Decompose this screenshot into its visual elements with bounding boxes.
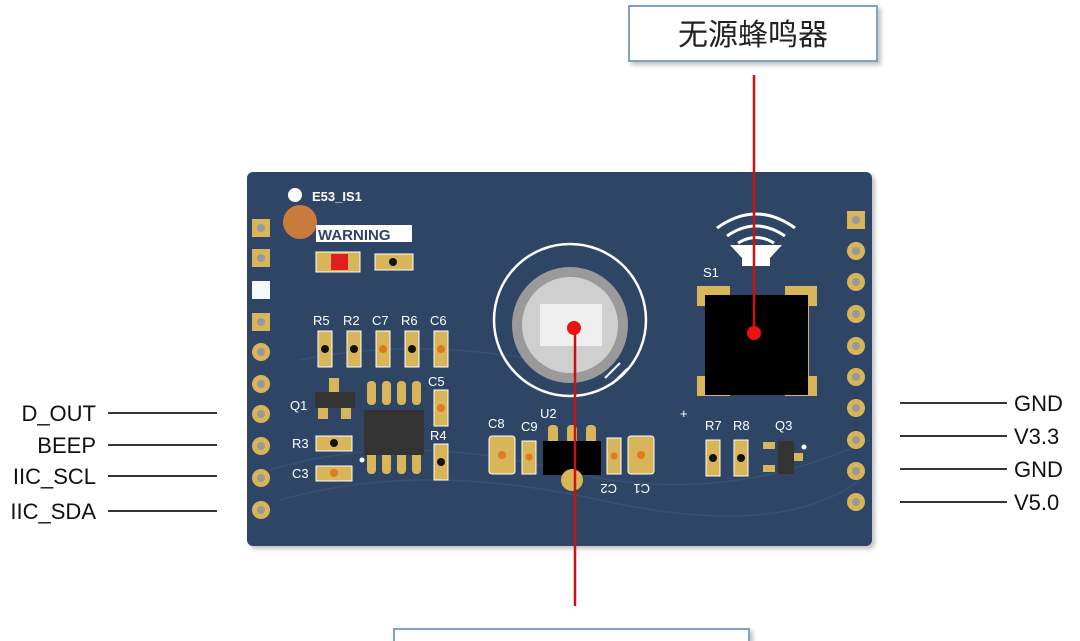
label-u2: U2 xyxy=(540,406,557,421)
label-q1: Q1 xyxy=(290,398,307,413)
label-s1: S1 xyxy=(703,265,719,280)
warning-led xyxy=(331,254,348,270)
warning-label: WARNING xyxy=(318,227,391,244)
pin-label-beep: BEEP xyxy=(37,433,96,458)
pin-label-v5-0: V5.0 xyxy=(1014,490,1059,515)
left-header xyxy=(252,219,270,519)
pcb-board: E53_IS1 WARNING xyxy=(247,172,872,546)
label-c6: C6 xyxy=(430,313,447,328)
label-plus: + xyxy=(680,406,688,421)
left-pin-labels xyxy=(108,412,217,512)
label-c9: C9 xyxy=(521,419,538,434)
label-c2: C2 xyxy=(600,481,617,496)
callout-leaders xyxy=(567,75,761,606)
transistor-q3 xyxy=(705,439,807,477)
board-name: E53_IS1 xyxy=(312,189,362,204)
speaker-wave-icon xyxy=(716,212,796,266)
label-r7: R7 xyxy=(705,418,722,433)
regulator-u2 xyxy=(488,425,655,491)
callout-top-label: 无源蜂鸣器 xyxy=(678,18,828,53)
led-indicator xyxy=(283,205,317,239)
label-r5: R5 xyxy=(313,313,330,328)
label-q3: Q3 xyxy=(775,418,792,433)
ic-soic8 xyxy=(359,381,424,474)
right-header xyxy=(847,211,865,511)
pin-label-iic-scl: IIC_SCL xyxy=(13,464,96,489)
label-r4: R4 xyxy=(430,428,447,443)
label-c1: C1 xyxy=(633,481,650,496)
label-c8: C8 xyxy=(488,416,505,431)
passive-row xyxy=(315,330,449,482)
label-c7: C7 xyxy=(372,313,389,328)
label-c5: C5 xyxy=(428,374,445,389)
transistor-q1 xyxy=(315,378,355,419)
pin-label-iic-sda: IIC_SDA xyxy=(10,499,96,524)
label-c3: C3 xyxy=(292,466,309,481)
right-pin-labels xyxy=(900,402,1007,503)
pin-label-gnd-1: GND xyxy=(1014,391,1063,416)
buzzer-s1 xyxy=(697,286,817,397)
pin-label-gnd-2: GND xyxy=(1014,457,1063,482)
label-r2: R2 xyxy=(343,313,360,328)
buzzer-pointer-dot xyxy=(747,326,761,340)
pin1-marker xyxy=(288,188,302,202)
label-r6: R6 xyxy=(401,313,418,328)
label-r8: R8 xyxy=(733,418,750,433)
pin-label-v3-3: V3.3 xyxy=(1014,424,1059,449)
callout-top: 无源蜂鸣器 xyxy=(628,5,878,62)
pin-label-d-out: D_OUT xyxy=(21,401,96,426)
callout-bottom xyxy=(393,628,750,641)
label-r3: R3 xyxy=(292,436,309,451)
sensor-pointer-dot xyxy=(567,321,581,335)
pyroelectric-sensor xyxy=(492,242,648,398)
